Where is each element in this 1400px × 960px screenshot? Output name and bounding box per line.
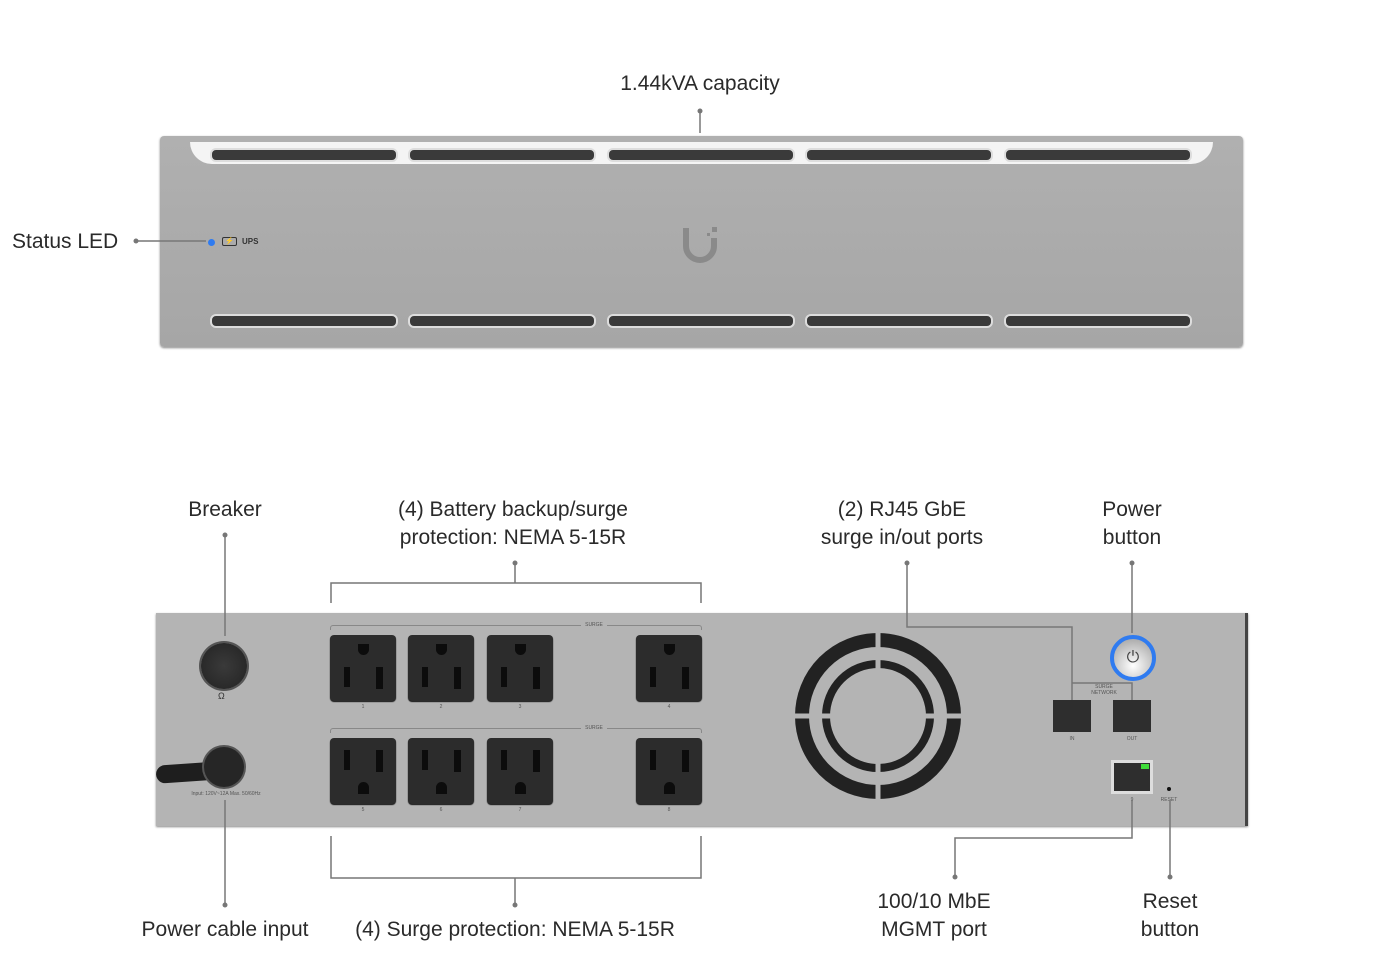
link-led — [1141, 764, 1149, 769]
outlet-2 — [408, 635, 474, 701]
outlet-number: 5 — [361, 807, 365, 813]
power-icon: ⏻ — [1126, 649, 1140, 666]
vent-slot — [210, 314, 398, 328]
vent-slot — [210, 148, 398, 162]
outlet-1 — [330, 635, 396, 701]
outlet-number: 1 — [361, 704, 365, 710]
capacity-label: 1.44kVA capacity — [620, 72, 780, 95]
reset-label: RESET — [1160, 797, 1178, 803]
vent-slot — [408, 314, 596, 328]
status-led-label: Status LED — [12, 230, 119, 253]
status-led — [208, 239, 215, 246]
ups-front-panel: ⚡ UPS — [160, 136, 1243, 347]
led-label: UPS — [242, 237, 259, 246]
breaker-symbol: Ω — [218, 691, 225, 701]
input-rating: Input: 120V~12A Max. 50/60Hz — [191, 791, 261, 797]
outlet-4 — [636, 635, 702, 701]
rj45-out-port[interactable] — [1113, 700, 1151, 732]
outlet-5 — [330, 738, 396, 804]
vent-slot — [1004, 314, 1192, 328]
port-out-label: OUT — [1126, 736, 1138, 742]
reset-button[interactable] — [1167, 787, 1171, 791]
vent-slot — [805, 314, 993, 328]
rj45-in-port[interactable] — [1053, 700, 1091, 732]
fan-grille — [792, 630, 964, 802]
surge-bracket-top — [330, 625, 702, 630]
outlet-number: 6 — [439, 807, 443, 813]
breaker-label: Breaker — [188, 498, 262, 521]
vent-slot — [607, 148, 795, 162]
battery-icon: ⚡ — [222, 237, 237, 246]
outlet-number: 4 — [667, 704, 671, 710]
vent-slot — [408, 148, 596, 162]
port-in-label: IN — [1069, 736, 1075, 742]
outlet-number: 3 — [518, 704, 522, 710]
power-button[interactable]: ⏻ — [1110, 635, 1156, 681]
outlet-8 — [636, 738, 702, 804]
outlet-number: 8 — [667, 807, 671, 813]
mgmt-port[interactable] — [1111, 760, 1153, 794]
ups-rear-panel: Ω Input: 120V~12A Max. 50/60Hz SURGE SUR… — [155, 613, 1248, 826]
surge-bracket-bottom — [330, 728, 702, 733]
vent-slot — [1004, 148, 1192, 162]
surge-label-bottom: SURGE — [581, 725, 607, 731]
outlet-7 — [487, 738, 553, 804]
surge-label-top: SURGE — [581, 622, 607, 628]
outlet-number: 7 — [518, 807, 522, 813]
outlet-6 — [408, 738, 474, 804]
vent-slot — [607, 314, 795, 328]
ubiquiti-logo — [683, 227, 717, 263]
power-inlet — [204, 747, 244, 787]
outlet-number: 2 — [439, 704, 443, 710]
breaker-button[interactable] — [201, 643, 247, 689]
vent-slot — [805, 148, 993, 162]
power-input-label: Power cable input — [141, 918, 309, 941]
outlet-3 — [487, 635, 553, 701]
surge-outlets-label: (4) Surge protection: NEMA 5-15R — [355, 918, 675, 941]
